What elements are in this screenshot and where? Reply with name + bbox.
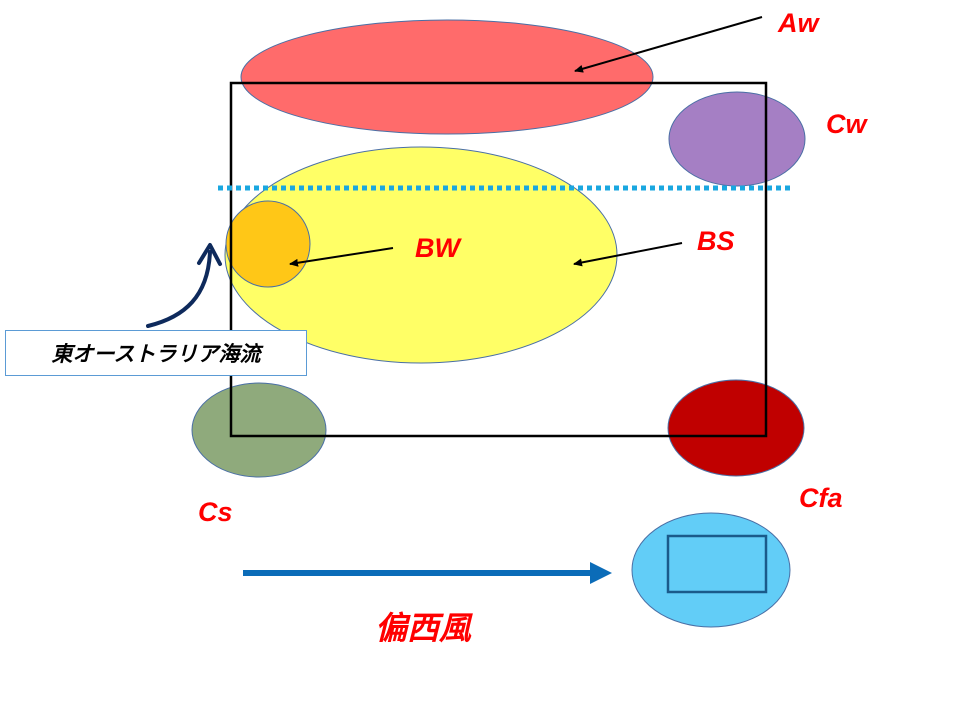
cs-ellipse [191, 382, 327, 478]
continent-frame [229, 81, 768, 438]
current-arrow-curve [146, 250, 212, 328]
cfa-label: Cfa [799, 483, 843, 513]
legend-rectangle [666, 534, 768, 594]
current-arrow-head [197, 243, 222, 266]
bw-ellipse [225, 200, 311, 288]
aw-label: Aw [777, 8, 820, 38]
bs-pointer-arrow [573, 242, 683, 267]
aw-pointer-arrow [574, 16, 763, 73]
current-label: 東オーストラリア海流 [51, 342, 261, 366]
aw-ellipse [240, 19, 654, 135]
cs-label: Cs [198, 497, 233, 527]
bw-label: BW [415, 233, 462, 263]
westerlies-label: 偏西風 [375, 609, 473, 647]
cw-ellipse [668, 91, 806, 187]
bw-pointer-arrow [289, 247, 394, 267]
westerlies-arrow-head [590, 562, 612, 584]
cfb-ellipse [631, 512, 791, 628]
cfa-ellipse [667, 379, 805, 477]
bs-label: BS [697, 226, 735, 256]
current-label-box: 東オーストラリア海流 [5, 330, 307, 376]
cw-label: Cw [826, 109, 868, 139]
